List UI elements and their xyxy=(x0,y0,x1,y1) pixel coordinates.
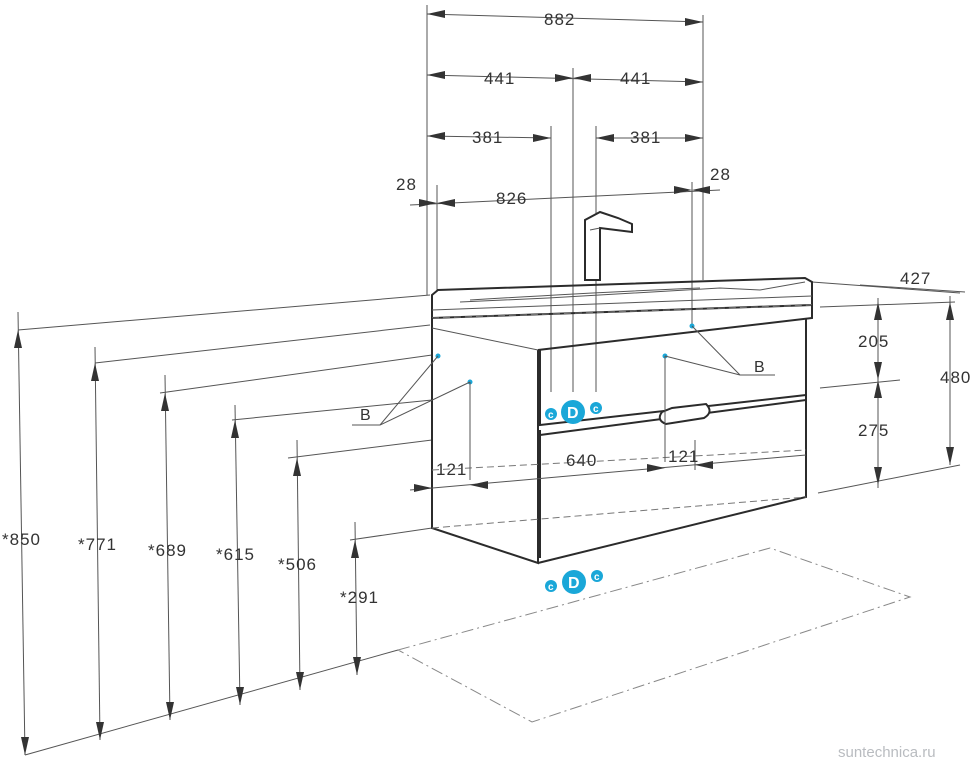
cold-side-label-lower: c xyxy=(594,572,600,583)
faucet xyxy=(584,210,633,281)
dim-floor-771: *771 xyxy=(78,535,117,554)
cold-side-label-upper: c xyxy=(593,404,599,415)
dim-floor-850: *850 xyxy=(2,530,41,549)
dim-floor-615: *615 xyxy=(216,545,255,564)
dim-height-bottom: 275 xyxy=(858,421,889,440)
dim-offset-left: 121 xyxy=(436,460,467,479)
floor-outline xyxy=(24,547,912,756)
dim-half-left: 441 xyxy=(484,69,515,88)
mount-label-right: B xyxy=(754,359,765,376)
dim-floor-506: *506 xyxy=(278,555,317,574)
hot-side-label-upper: c xyxy=(548,410,554,421)
dim-total-width: 882 xyxy=(544,10,575,29)
dim-height-total: 480 xyxy=(940,368,970,387)
dim-pipe-left: 381 xyxy=(472,128,503,147)
height-dimension-lines xyxy=(14,311,361,756)
drawer-handle[interactable] xyxy=(658,402,711,426)
dim-drawer-span: 640 xyxy=(566,451,597,470)
offset-dimension-lines xyxy=(409,356,807,492)
dim-margin-left: 28 xyxy=(396,175,417,194)
wall-extension-lines xyxy=(17,294,433,541)
dim-margin-right: 28 xyxy=(710,165,731,184)
depth-dimension-lines xyxy=(811,281,966,494)
cabinet-body xyxy=(431,305,813,565)
dim-floor-291: *291 xyxy=(340,588,379,607)
water-connection-label-upper: D xyxy=(567,405,579,422)
drawer-top[interactable] xyxy=(539,350,807,427)
dim-offset-right: 121 xyxy=(668,447,699,466)
dim-height-top: 205 xyxy=(858,332,889,351)
dim-floor-689: *689 xyxy=(148,541,187,560)
dim-inner-width: 826 xyxy=(496,189,527,208)
wash-basin xyxy=(431,276,813,320)
water-connection-label-lower: D xyxy=(568,575,580,592)
hot-side-label-lower: c xyxy=(548,582,554,593)
dim-depth: 427 xyxy=(900,269,931,288)
water-connection-lower xyxy=(545,570,603,594)
dim-half-right: 441 xyxy=(620,69,651,88)
water-connection-upper xyxy=(545,400,602,424)
dim-pipe-right: 381 xyxy=(630,128,661,147)
mount-label-left: B xyxy=(360,407,371,424)
watermark: suntechnica.ru xyxy=(838,744,936,761)
